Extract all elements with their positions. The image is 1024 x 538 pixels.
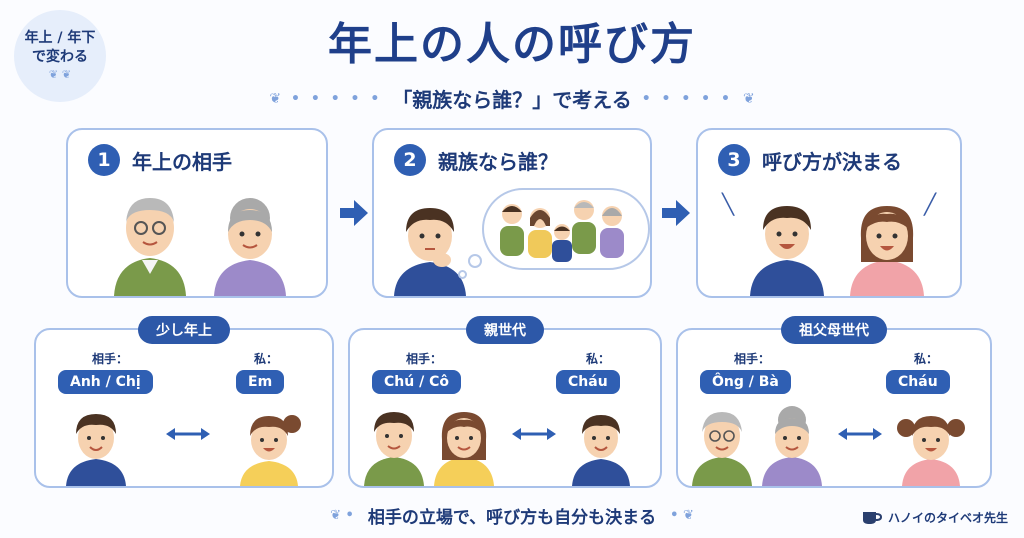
- step-2-header: 2 親族なら誰？: [394, 144, 558, 176]
- self-term-pill: Cháu: [886, 370, 950, 394]
- leaf-icon: ❦ •: [330, 508, 354, 523]
- partner-term-pill: Ông / Bà: [700, 370, 791, 394]
- boy-figure: [66, 414, 126, 486]
- self-label: 私：: [914, 352, 939, 366]
- dotted-divider: • • • • •: [291, 90, 383, 107]
- leaf-icon: ❦: [269, 90, 282, 107]
- girl-figure: [897, 416, 965, 486]
- family-illustration: [500, 200, 624, 262]
- girl-figure: [240, 415, 301, 486]
- step-2-panel: 2 親族なら誰？: [372, 128, 652, 298]
- partner-label: 相手：: [734, 352, 771, 366]
- partner-label: 相手：: [92, 352, 129, 366]
- badge-line-2: で変わる: [32, 48, 88, 65]
- self-label: 私：: [254, 352, 279, 366]
- boy-figure: [572, 415, 630, 486]
- thought-bubble: [482, 188, 650, 270]
- badge-line-1: 年上 / 年下: [24, 29, 96, 46]
- step-label: 呼び方が決まる: [762, 149, 902, 174]
- leaf-icon: ❦: [742, 90, 755, 107]
- page-subtitle: 「親族なら誰？」で考える: [392, 88, 632, 112]
- girl-figure: [850, 206, 924, 296]
- aunt-figure: [434, 412, 494, 486]
- step-1-header: 1 年上の相手: [88, 144, 232, 176]
- partner-term-pill: Chú / Cô: [372, 370, 461, 394]
- card-title: 親世代: [466, 316, 544, 344]
- partner-label: 相手：: [406, 352, 443, 366]
- thinking-boy-figure: [394, 208, 466, 296]
- double-arrow-icon: [512, 428, 556, 440]
- arrow-right-icon: [340, 200, 368, 226]
- step-number-badge: 3: [718, 144, 750, 176]
- partner-term-pill: Anh / Chị: [58, 370, 153, 394]
- coffee-cup-icon: [862, 511, 882, 524]
- step-label: 年上の相手: [132, 149, 232, 174]
- boy-figure: [750, 206, 824, 296]
- subtitle-row: ❦ • • • • • 「親族なら誰？」で考える • • • • • ❦: [0, 84, 1024, 113]
- arrow-right-icon: [662, 200, 690, 226]
- step-number-badge: 1: [88, 144, 120, 176]
- self-label: 私：: [586, 352, 611, 366]
- dotted-divider: • • • • •: [641, 90, 733, 107]
- double-arrow-icon: [838, 428, 882, 440]
- brand-name: ハノイのタイベオ先生: [887, 511, 1008, 525]
- brand-signature: ハノイのタイベオ先生: [862, 509, 1008, 526]
- sparkle-icon: ╲: [722, 192, 735, 216]
- double-arrow-icon: [166, 428, 210, 440]
- thought-dot: [468, 254, 482, 268]
- grandfather-figure: [692, 412, 752, 486]
- step-3-header: 3 呼び方が決まる: [718, 144, 902, 176]
- leaf-icon: • ❦: [670, 508, 694, 523]
- grandmother-figure: [214, 198, 286, 296]
- step-1-panel: 1 年上の相手: [66, 128, 328, 298]
- sparkle-icon: ╱: [924, 192, 937, 216]
- step-3-panel: 3 呼び方が決まる ╲ ╱: [696, 128, 962, 298]
- grandmother-figure: [762, 406, 822, 486]
- self-term-pill: Em: [236, 370, 285, 394]
- topic-badge: 年上 / 年下 で変わる ❦ ❦: [14, 10, 106, 102]
- step-label: 親族なら誰？: [438, 149, 558, 174]
- footer-row: ❦ • 相手の立場で、呼び方も自分も決まる • ❦: [0, 503, 1024, 528]
- footer-caption: 相手の立場で、呼び方も自分も決まる: [367, 508, 657, 528]
- step-1-illustration: [68, 186, 326, 296]
- uncle-figure: [364, 412, 424, 486]
- grandfather-figure: [114, 198, 186, 296]
- page-title: 年上の人の呼び方: [328, 19, 696, 70]
- card-title: 少し年上: [138, 316, 230, 344]
- thought-dot: [458, 270, 467, 279]
- step-number-badge: 2: [394, 144, 426, 176]
- self-term-pill: Cháu: [556, 370, 620, 394]
- card-parent-generation: 親世代 相手： Chú / Cô 私： Cháu: [348, 316, 662, 488]
- card-grandparent-generation: 祖父母世代 相手： Ông / Bà 私： Cháu: [676, 316, 992, 488]
- leaf-icon: ❦ ❦: [48, 68, 72, 82]
- card-slightly-older: 少し年上 相手： Anh / Chị 私： Em: [34, 316, 334, 488]
- card-title: 祖父母世代: [781, 316, 887, 344]
